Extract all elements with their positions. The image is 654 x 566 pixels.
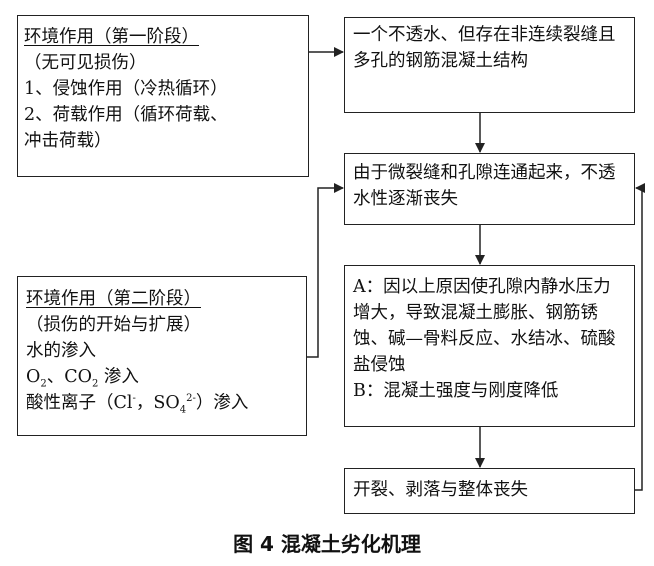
impermeability-loss-box: 由于微裂缝和孔隙连通起来，不透水性逐渐丧失 bbox=[344, 153, 635, 225]
so4-superscript: 2- bbox=[186, 393, 196, 405]
stage1-title: 环境作用（第一阶段） bbox=[24, 27, 199, 47]
effect-b-text: B：混凝土强度与刚度降低 bbox=[353, 381, 559, 401]
stage1-subtitle: （无可见损伤） bbox=[24, 53, 147, 73]
stage1-box: 环境作用（第一阶段） （无可见损伤） 1、侵蚀作用（冷热循环） 2、荷载作用（循… bbox=[17, 15, 309, 177]
figure-caption: 图 4 混凝土劣化机理 bbox=[233, 532, 421, 556]
effects-box: A：因以上原因使孔隙内静水压力增大，导致混凝土膨胀、钢筋锈蚀、碱—骨料反应、水结… bbox=[344, 265, 635, 427]
stage2-subtitle: （损伤的开始与扩展） bbox=[26, 315, 201, 335]
impermeability-loss-text: 由于微裂缝和孔隙连通起来，不透水性逐渐丧失 bbox=[353, 163, 616, 209]
stage1-item1: 1、侵蚀作用（冷热循环） bbox=[24, 79, 228, 99]
arrow-stage2-to-loss bbox=[307, 183, 344, 358]
stage2-acid-ions: 酸性离子（Cl-，SO42-）渗入 bbox=[26, 390, 302, 416]
stage2-title: 环境作用（第二阶段） bbox=[26, 289, 201, 309]
effect-a-text: A：因以上原因使孔隙内静水压力增大，导致混凝土膨胀、钢筋锈蚀、碱—骨料反应、水结… bbox=[353, 277, 616, 375]
concrete-structure-text: 一个不透水、但存在非连续裂缝且多孔的钢筋混凝土结构 bbox=[353, 25, 616, 71]
acid-suffix: ）渗入 bbox=[195, 393, 249, 413]
co2-text: 、CO bbox=[46, 367, 92, 387]
cracking-text: 开裂、剥落与整体丧失 bbox=[353, 480, 528, 500]
o2-text: O bbox=[26, 367, 41, 387]
acid-prefix: 酸性离子（Cl bbox=[26, 393, 133, 413]
co2-subscript: 2 bbox=[91, 378, 99, 390]
stage1-item2-a: 2、荷载作用（循环荷载、 bbox=[24, 105, 228, 125]
stage1-item2-b: 冲击荷载） bbox=[24, 131, 112, 151]
arrow-crack-feedback-to-loss bbox=[635, 183, 645, 491]
stage2-box: 环境作用（第二阶段） （损伤的开始与扩展） 水的渗入 O2、CO2 渗入 酸性离… bbox=[17, 276, 307, 436]
o2-subscript: 2 bbox=[40, 378, 47, 390]
concrete-structure-box: 一个不透水、但存在非连续裂缝且多孔的钢筋混凝土结构 bbox=[344, 17, 635, 113]
stage2-gases: O2、CO2 渗入 bbox=[26, 364, 302, 390]
stage2-water: 水的渗入 bbox=[26, 341, 96, 361]
so4-prefix: ，SO bbox=[135, 393, 180, 413]
so4-subscript: 4 bbox=[179, 404, 187, 416]
cl-superscript: - bbox=[132, 393, 136, 405]
gas-suffix: 渗入 bbox=[98, 367, 139, 387]
cracking-box: 开裂、剥落与整体丧失 bbox=[344, 468, 635, 514]
